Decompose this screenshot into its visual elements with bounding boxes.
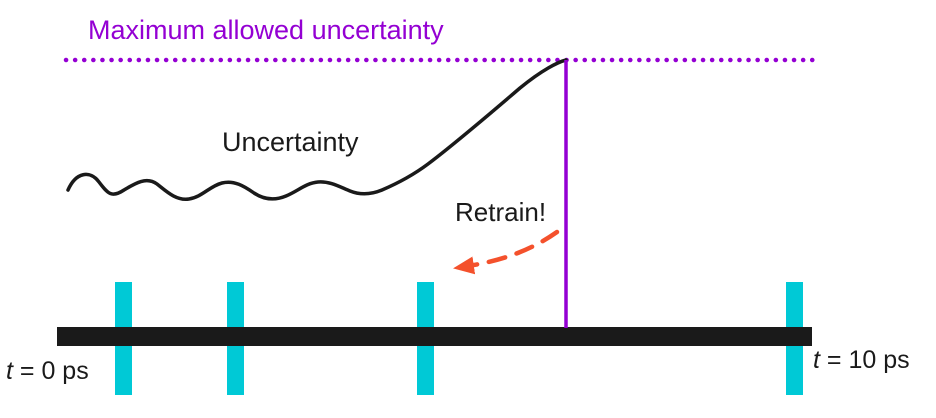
uncertainty-label: Uncertainty <box>222 127 359 157</box>
max-uncertainty-label: Maximum allowed uncertainty <box>88 15 444 45</box>
t-symbol: t <box>6 357 13 385</box>
uncertainty-curve <box>66 58 568 201</box>
retrain-arrow <box>453 229 560 275</box>
retrain-label: Retrain! <box>455 197 547 227</box>
timeline-start-suffix: = 0 ps <box>12 357 89 385</box>
timeline-end-label: t = 10 ps <box>813 346 910 375</box>
timeline-bar <box>57 327 812 346</box>
timeline-start-label: t = 0 ps <box>6 357 89 386</box>
t-symbol: t <box>813 346 820 374</box>
timeline-end-suffix: = 10 ps <box>819 346 910 374</box>
